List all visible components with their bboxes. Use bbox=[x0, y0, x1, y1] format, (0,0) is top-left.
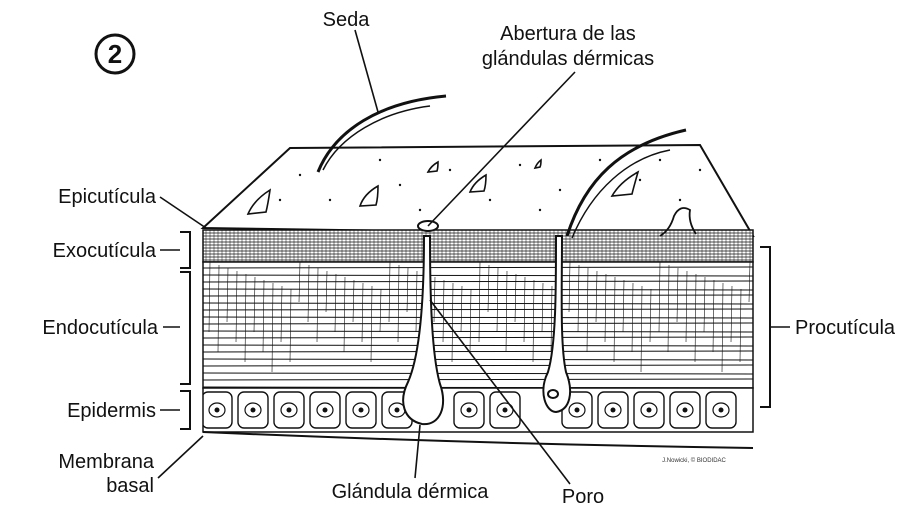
label-procuticula: Procutícula bbox=[795, 317, 896, 339]
nucleolus bbox=[575, 408, 580, 413]
surface-dot bbox=[279, 199, 281, 201]
seda-leader bbox=[355, 30, 378, 112]
basal-membrane-line bbox=[203, 432, 753, 448]
surface-dot bbox=[699, 169, 701, 171]
membrana-leader bbox=[158, 436, 203, 478]
exocuticle-bracket bbox=[180, 232, 190, 268]
nucleolus bbox=[683, 408, 688, 413]
nucleolus bbox=[251, 408, 256, 413]
surface-dot bbox=[399, 184, 401, 186]
nucleolus bbox=[719, 408, 724, 413]
surface-dot bbox=[679, 199, 681, 201]
epicuticula-leader bbox=[160, 197, 206, 228]
nucleolus bbox=[467, 408, 472, 413]
surface-dot bbox=[329, 199, 331, 201]
surface-dot bbox=[449, 169, 451, 171]
epidermis-bracket bbox=[180, 391, 190, 429]
figure-number-badge: 2 bbox=[96, 35, 134, 73]
surface-dot bbox=[489, 199, 491, 201]
label-endocuticula: Endocutícula bbox=[42, 317, 159, 339]
surface-dot bbox=[659, 159, 661, 161]
surface-dot bbox=[639, 179, 641, 181]
surface-dot bbox=[299, 174, 301, 176]
nucleolus bbox=[359, 408, 364, 413]
epicuticle-surface bbox=[203, 145, 753, 236]
label-epicuticula: Epicutícula bbox=[58, 186, 157, 208]
label-exocuticula: Exocutícula bbox=[53, 240, 157, 262]
nucleolus bbox=[503, 408, 508, 413]
surface-dot bbox=[519, 164, 521, 166]
figure-number: 2 bbox=[108, 39, 122, 69]
label-seda: Seda bbox=[323, 9, 371, 31]
label-poro: Poro bbox=[562, 486, 604, 505]
nucleolus bbox=[287, 408, 292, 413]
endocuticle-bracket bbox=[180, 272, 190, 384]
nucleolus bbox=[647, 408, 652, 413]
nucleolus bbox=[395, 408, 400, 413]
label-abertura-1: Abertura de las bbox=[500, 23, 636, 45]
illustration-credit: J.Nowicki, © BIODIDAC bbox=[662, 457, 726, 464]
glandula-leader bbox=[415, 425, 420, 478]
label-membrana-1: Membrana bbox=[58, 451, 154, 473]
label-membrana-2: basal bbox=[106, 475, 154, 497]
label-abertura-2: glándulas dérmicas bbox=[482, 48, 654, 70]
label-glandula: Glándula dérmica bbox=[332, 481, 490, 503]
surface-dot bbox=[539, 209, 541, 211]
nucleolus bbox=[215, 408, 220, 413]
nucleolus bbox=[611, 408, 616, 413]
label-epidermis: Epidermis bbox=[67, 400, 156, 422]
nucleolus bbox=[323, 408, 328, 413]
procuticle-bracket bbox=[760, 247, 770, 407]
surface-dot bbox=[419, 209, 421, 211]
surface-dot bbox=[559, 189, 561, 191]
surface-dot bbox=[379, 159, 381, 161]
surface-dot bbox=[599, 159, 601, 161]
